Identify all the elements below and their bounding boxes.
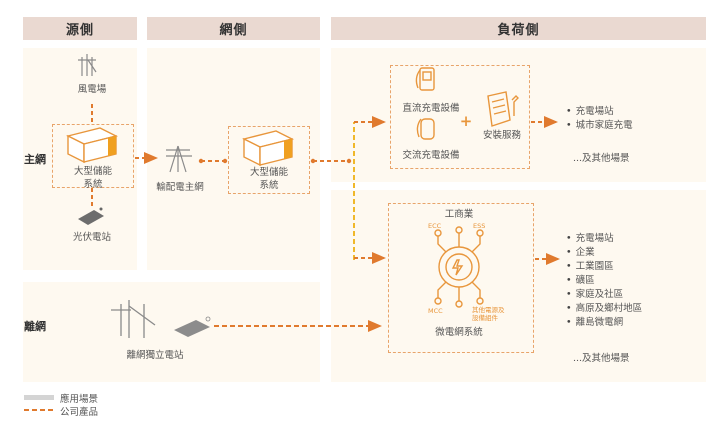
battery-storage-icon (65, 127, 119, 164)
legend-application: 應用場景 (60, 391, 98, 405)
offgrid-station-label: 離網獨立電站 (126, 350, 184, 361)
offgrid-wind-turbine-icon (111, 300, 156, 338)
transmission-label: 輸配電主網 (156, 182, 204, 193)
transmission-tower-icon (166, 145, 192, 173)
header-source-side: 源側 (23, 17, 137, 40)
list-item: 城市家庭充電 (566, 119, 633, 133)
legend-product-label: 公司產品 (60, 407, 99, 418)
pv-station-label: 光伏電站 (72, 232, 111, 243)
commercial-title: 工商業 (444, 209, 474, 220)
panel-off-grid (23, 282, 320, 382)
list-item: 高原及鄉村地區 (566, 302, 643, 316)
panel-load-top (331, 48, 706, 182)
wind-farm-label: 風電場 (77, 84, 107, 95)
list-item: 充電場站 (566, 105, 633, 119)
row-label-main-grid: 主網 (24, 153, 46, 166)
ev-charging-box (390, 65, 530, 169)
grid-storage-label-1: 大型儲能 (249, 167, 288, 178)
list-item: 工業園區 (566, 260, 642, 274)
microgrid-scenario-list: 充電場站 企業 工業園區 礦區 家庭及社區 高原及鄉村地區 離島微電網 (566, 232, 643, 330)
ev-scenario-list: 充電場站 城市家庭充電 (566, 105, 633, 133)
microgrid-more-scenarios: ...及其他場景 (573, 353, 630, 364)
battery-storage-icon (241, 130, 295, 167)
source-storage-label-1: 大型儲能 (73, 166, 112, 177)
header-grid-side: 網側 (147, 17, 320, 40)
source-storage-label-2: 系統 (83, 179, 103, 190)
microgrid-box (388, 203, 534, 353)
grid-storage-label-2: 系統 (259, 180, 279, 191)
grid-storage-box (228, 126, 310, 194)
legend-application-swatch (24, 395, 54, 400)
microgrid-gear-icon (434, 226, 484, 308)
list-item: 充電場站 (566, 232, 642, 246)
panel-grid-main (147, 48, 320, 270)
source-storage-box (52, 124, 134, 188)
install-service-icon (487, 91, 519, 127)
list-item: 礦區 (566, 274, 642, 288)
plus-sign: + (459, 112, 473, 130)
node-other-1: 其他電源及 (472, 306, 505, 314)
solar-panel-icon (78, 207, 104, 225)
wind-turbine-icon (78, 54, 97, 76)
dc-charger-icon (415, 67, 435, 91)
header-load-side: 負荷側 (331, 17, 706, 40)
dc-charger-label: 直流充電設備 (402, 103, 460, 114)
legend-product: 公司產品 (60, 404, 98, 418)
node-ecc: ECC (428, 222, 442, 230)
ac-charger-label: 交流充電設備 (402, 150, 460, 161)
legend-application-label: 應用場景 (60, 394, 99, 405)
ac-charger-icon (416, 118, 435, 140)
offgrid-solar-panel-icon (174, 316, 211, 337)
list-item: 離島微電網 (566, 316, 642, 330)
microgrid-system-label: 微電網系統 (435, 327, 483, 338)
node-ess: ESS (473, 222, 486, 230)
row-label-off-grid: 離網 (24, 320, 46, 333)
list-item: 企業 (566, 246, 642, 260)
ev-more-scenarios: ...及其他場景 (573, 153, 630, 164)
panel-load-bottom (331, 190, 706, 382)
node-mcc: MCC (428, 307, 443, 315)
list-item: 家庭及社區 (566, 288, 642, 302)
node-other-2: 設備組件 (472, 314, 498, 322)
install-service-label: 安裝服務 (482, 130, 521, 141)
